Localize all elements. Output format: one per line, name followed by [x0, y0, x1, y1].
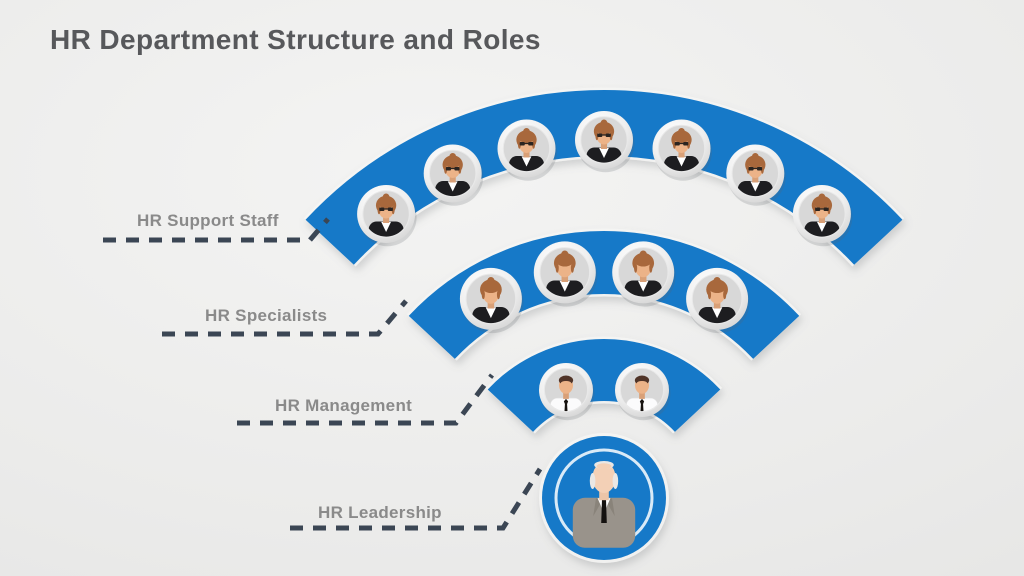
avatar-male-shirt-tie: [539, 363, 595, 421]
avatar-male-shirt-tie: [615, 363, 671, 421]
avatar-female-dark-suit: [686, 267, 750, 334]
avatar-female-glasses-dark-suit: [357, 185, 417, 247]
avatar-female-glasses-dark-suit: [652, 119, 712, 181]
callout-connectors: [103, 217, 543, 531]
tier-label-hr-leadership: HR Leadership: [318, 503, 442, 522]
connector-hr-leadership: [290, 467, 543, 531]
connector-hr-specialists: [162, 299, 408, 337]
tier-label-hr-support-staff: HR Support Staff: [137, 211, 279, 230]
avatar-female-glasses-dark-suit: [575, 111, 635, 173]
page-title: HR Department Structure and Roles: [50, 24, 541, 55]
avatar-senior-male-gray-suit: [572, 461, 636, 548]
avatar-female-glasses-dark-suit: [423, 144, 484, 206]
avatar-female-dark-suit: [612, 241, 676, 307]
avatar-female-dark-suit: [533, 241, 598, 307]
tier-label-hr-management: HR Management: [275, 396, 413, 415]
avatar-female-glasses-dark-suit: [726, 144, 786, 206]
tier-arc: [487, 339, 721, 433]
connector-hr-support-staff: [103, 217, 330, 243]
avatar-female-glasses-dark-suit: [497, 119, 557, 181]
avatar-female-glasses-dark-suit: [792, 185, 853, 247]
tier-label-hr-specialists: HR Specialists: [205, 306, 328, 325]
tier-avatars: [357, 111, 853, 548]
avatar-female-dark-suit: [459, 267, 524, 334]
connector-hr-management: [237, 373, 494, 426]
